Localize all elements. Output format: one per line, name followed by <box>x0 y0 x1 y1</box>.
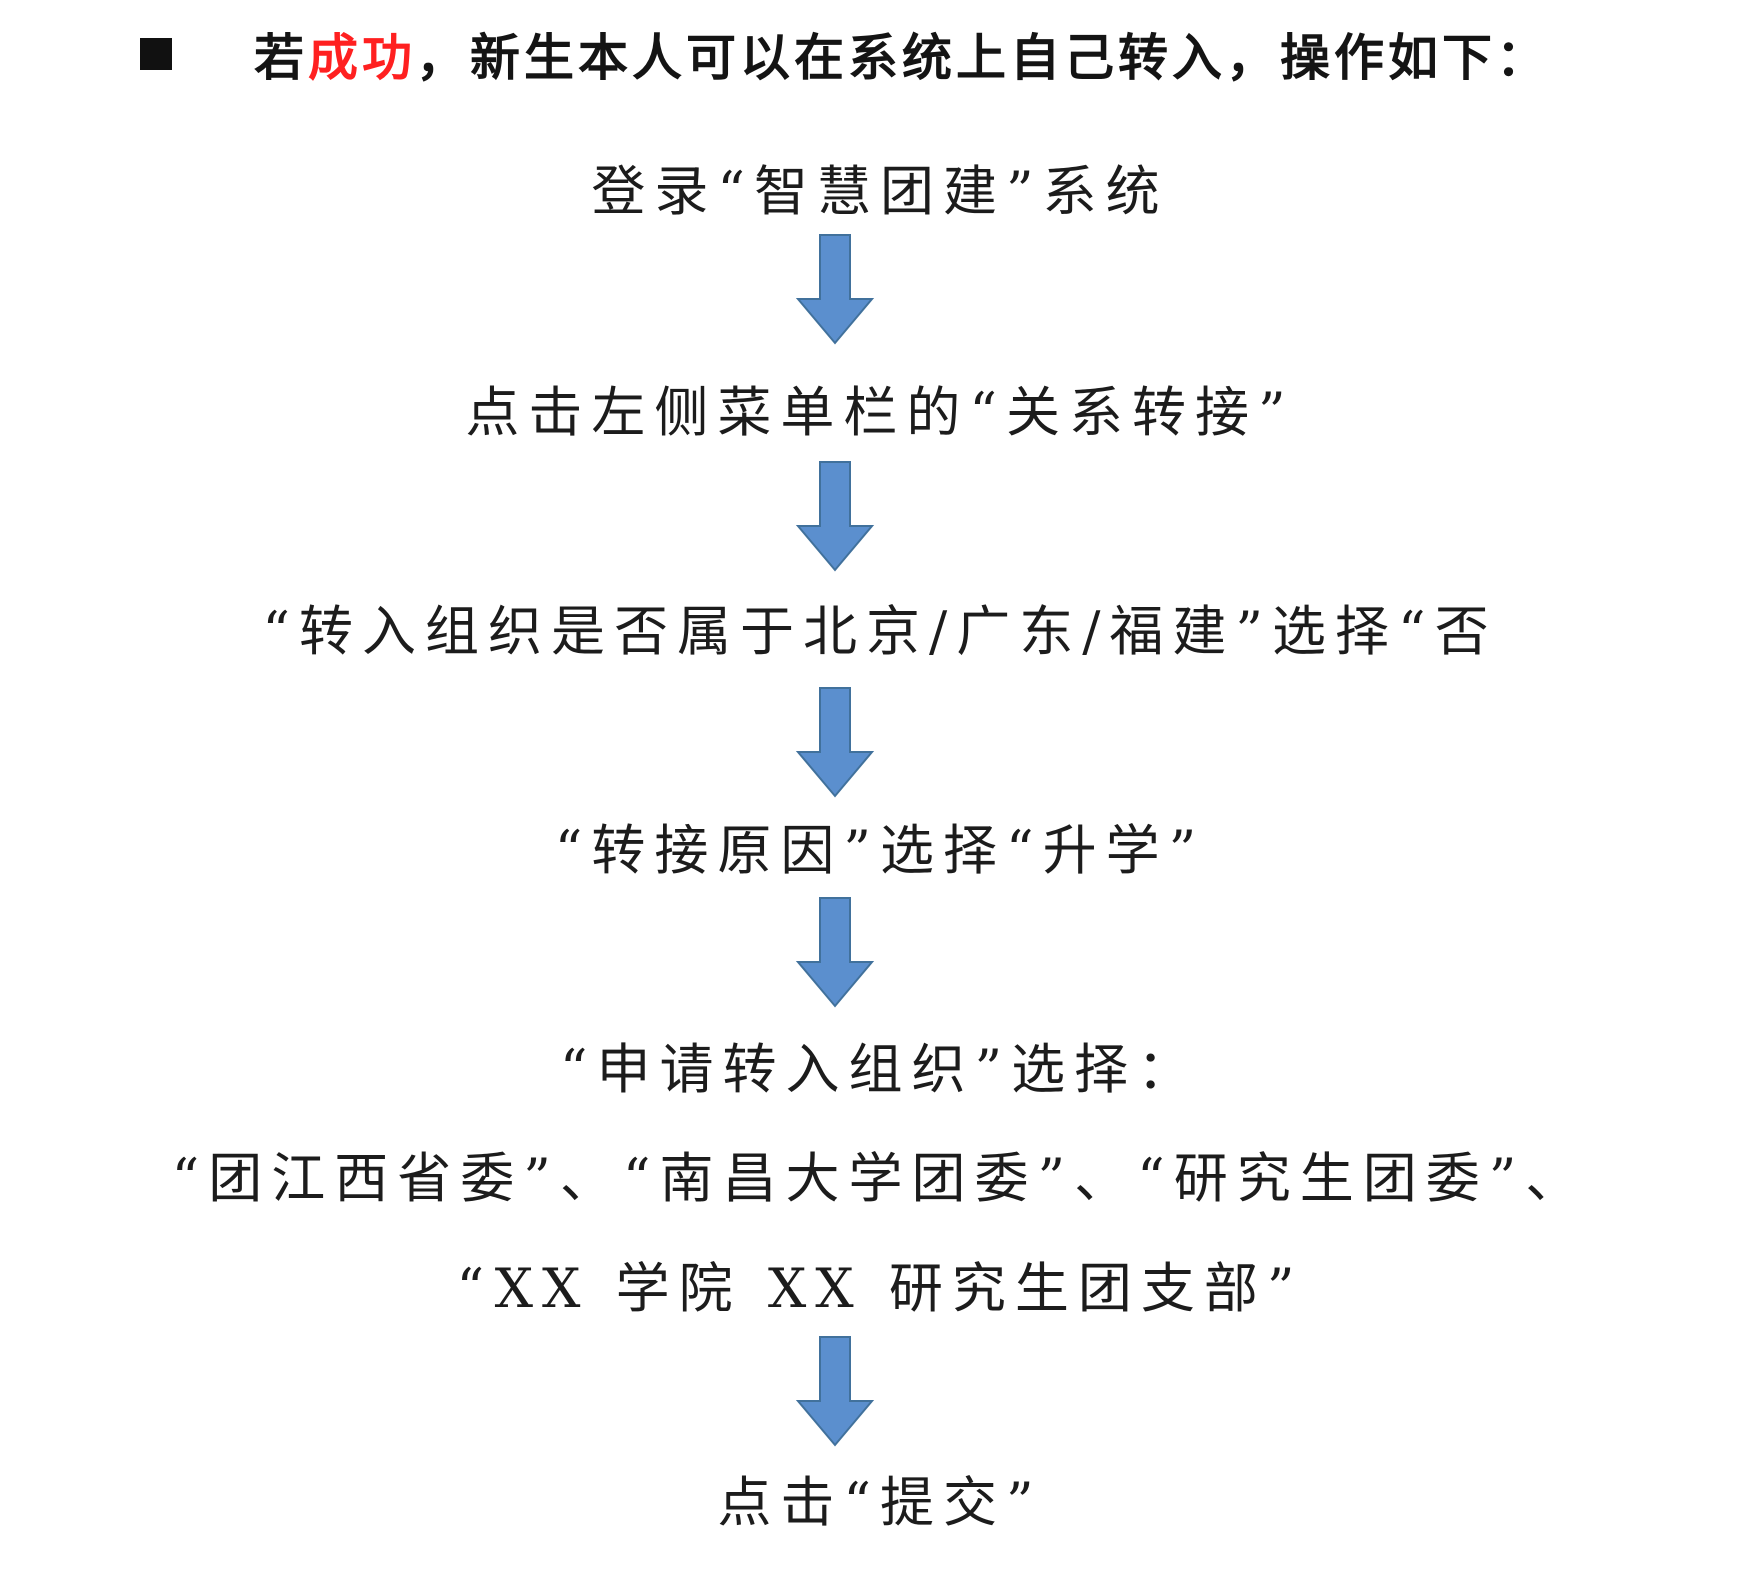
down-arrow-icon <box>795 233 875 347</box>
step-region-question: “转入组织是否属于北京/广东/福建”选择“否 <box>262 600 1498 663</box>
heading-prefix: 若 <box>254 29 308 87</box>
step-transfer-reason: “转接原因”选择“升学” <box>554 819 1206 882</box>
heading-rest: ，新生本人可以在系统上自己转入，操作如下： <box>416 29 1550 87</box>
heading-highlight: 成功 <box>308 29 416 87</box>
step-submit: 点击“提交” <box>717 1471 1043 1534</box>
down-arrow-icon <box>795 896 875 1010</box>
instruction-heading: 若 成功 ，新生本人可以在系统上自己转入，操作如下： <box>140 18 1550 90</box>
step-target-org-list: “团江西省委”、“南昌大学团委”、“研究生团委”、 <box>171 1147 1589 1210</box>
down-arrow-icon <box>795 1335 875 1449</box>
square-bullet-icon <box>140 38 172 70</box>
step-menu-transfer: 点击左侧菜单栏的“关系转接” <box>465 381 1295 444</box>
step-target-org: “申请转入组织”选择： <box>559 1038 1201 1101</box>
step-target-org-branch: “XX 学院 XX 研究生团支部” <box>456 1257 1304 1320</box>
down-arrow-icon <box>795 686 875 800</box>
down-arrow-icon <box>795 460 875 574</box>
step-login: 登录“智慧团建”系统 <box>591 160 1169 223</box>
